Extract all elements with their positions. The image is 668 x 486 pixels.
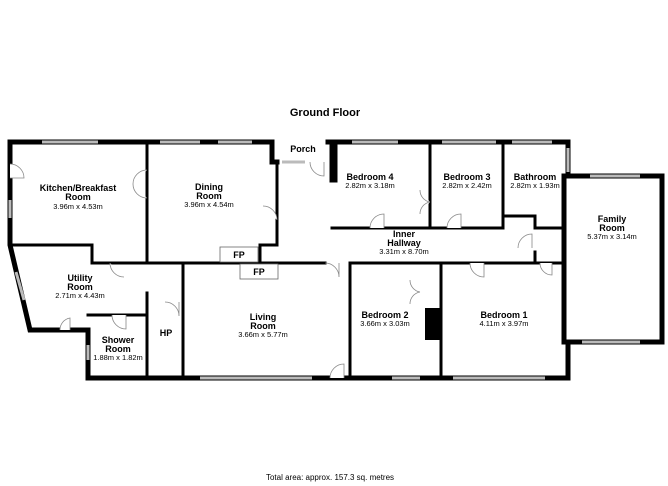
fireplace-dining [219, 246, 259, 263]
room-name: Kitchen/Breakfast [40, 183, 117, 193]
windows [8, 140, 640, 380]
room-name: Room [250, 321, 276, 331]
room-dimensions: 3.66m x 3.03m [360, 319, 410, 328]
room-name: Room [65, 192, 91, 202]
room-bathroom: Bathroom 2.82m x 1.93m [510, 172, 560, 190]
room-dimensions: 2.82m x 1.93m [510, 181, 560, 190]
room-dimensions: 3.96m x 4.53m [53, 202, 103, 211]
room-dimensions: 4.11m x 3.97m [479, 319, 528, 328]
room-name: Room [67, 282, 93, 292]
room-dimensions: 5.37m x 3.14m [587, 232, 637, 241]
fp-label-living: FP [253, 267, 265, 277]
room-dimensions: 3.66m x 5.77m [238, 330, 288, 339]
room-name: Utility [67, 273, 92, 283]
doors [9, 161, 553, 379]
room-inner-hallway: Inner Hallway 3.31m x 8.70m [379, 229, 429, 256]
room-name: Bedroom 3 [443, 172, 490, 182]
room-dimensions: 2.71m x 4.43m [55, 291, 105, 300]
fireplace-living [239, 263, 279, 280]
hp-label: HP [160, 328, 173, 338]
room-shower: Shower Room 1.88m x 1.82m [93, 335, 143, 362]
room-name: Room [196, 191, 222, 201]
total-area: Total area: approx. 157.3 sq. metres [266, 473, 394, 482]
room-utility: Utility Room 2.71m x 4.43m [55, 273, 105, 300]
room-name: Bathroom [514, 172, 557, 182]
room-name: Living [250, 312, 277, 322]
room-name: Bedroom 4 [346, 172, 393, 182]
room-bedroom-4: Bedroom 4 2.82m x 3.18m [345, 172, 395, 190]
room-name: Dining [195, 182, 223, 192]
room-bedroom-1: Bedroom 1 4.11m x 3.97m [479, 310, 528, 328]
room-dimensions: 2.82m x 2.42m [442, 181, 492, 190]
room-bedroom-2: Bedroom 2 3.66m x 3.03m [360, 310, 410, 328]
room-dimensions: 3.96m x 4.54m [184, 200, 234, 209]
chimney-breast [425, 308, 441, 340]
room-bedroom-3: Bedroom 3 2.82m x 2.42m [442, 172, 492, 190]
room-dimensions: 2.82m x 3.18m [345, 181, 395, 190]
room-dining: Dining Room 3.96m x 4.54m [184, 182, 234, 209]
room-name: Family [598, 214, 627, 224]
room-dimensions: 3.31m x 8.70m [379, 247, 429, 256]
floor-title: Ground Floor [290, 107, 361, 119]
room-family: Family Room 5.37m x 3.14m [587, 214, 637, 241]
room-porch: Porch [290, 144, 316, 154]
room-name: Bedroom 2 [361, 310, 408, 320]
room-dimensions: 1.88m x 1.82m [93, 353, 143, 362]
room-name: Room [105, 344, 131, 354]
room-name: Bedroom 1 [480, 310, 527, 320]
room-name: Hallway [387, 238, 421, 248]
room-name: Porch [290, 144, 316, 154]
fp-label-dining: FP [233, 250, 245, 260]
room-living: Living Room 3.66m x 5.77m [238, 312, 288, 339]
room-kitchen: Kitchen/Breakfast Room 3.96m x 4.53m [40, 183, 117, 211]
room-name: Shower [102, 335, 135, 345]
room-name: Room [599, 223, 625, 233]
room-name: Inner [393, 229, 416, 239]
